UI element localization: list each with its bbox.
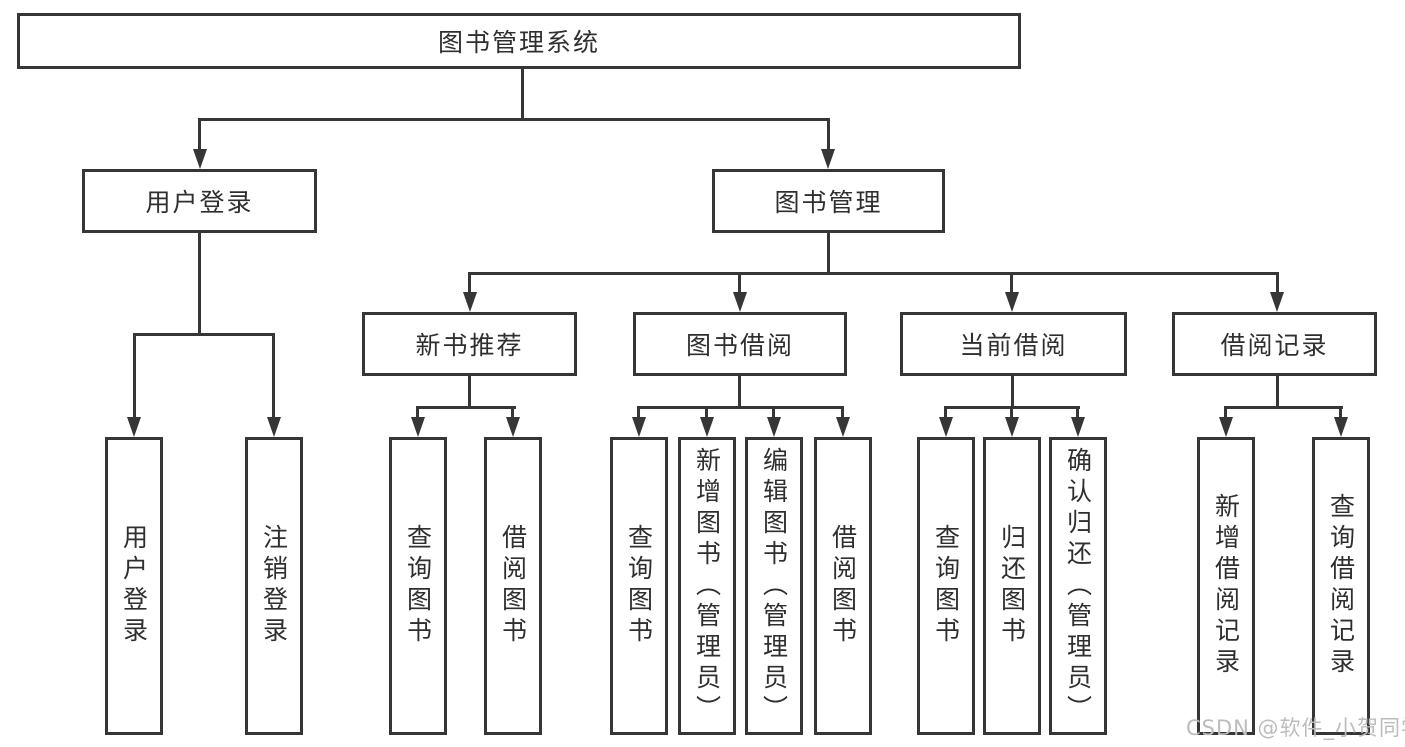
leaf-query-borrow-record: 查询借阅记录 xyxy=(1312,437,1370,735)
arrowhead xyxy=(1005,292,1019,312)
node-label: 借阅记录 xyxy=(1220,331,1329,360)
connector-line xyxy=(738,376,741,409)
node-root-label: 图书管理系统 xyxy=(437,28,600,57)
arrowhead xyxy=(632,417,646,437)
leaf-label: 借阅图书 xyxy=(498,524,528,648)
node-label: 图书管理 xyxy=(774,188,883,217)
connector-line xyxy=(198,118,830,121)
arrowhead xyxy=(463,292,477,312)
node-root: 图书管理系统 xyxy=(17,13,1021,69)
connector-line xyxy=(1010,406,1013,420)
leaf-query-books-current: 查询图书 xyxy=(917,437,975,735)
node-book-borrowing: 图书借阅 xyxy=(633,312,847,376)
leaf-label: 借阅图书 xyxy=(828,524,858,648)
connector-line xyxy=(1276,376,1279,409)
leaf-add-borrow-record: 新增借阅记录 xyxy=(1197,437,1255,735)
leaf-add-books-admin: 新增图书（管理员） xyxy=(678,437,736,735)
leaf-user-login: 用户登录 xyxy=(105,437,163,735)
connector-line xyxy=(1339,406,1342,420)
arrowhead xyxy=(193,149,207,169)
connector-line xyxy=(738,272,741,294)
connector-line xyxy=(841,406,844,420)
connector-line xyxy=(198,118,201,151)
leaf-edit-books-admin: 编辑图书（管理员） xyxy=(745,437,803,735)
node-label: 用户登录 xyxy=(145,188,254,217)
connector-line xyxy=(1276,272,1279,294)
connector-line xyxy=(133,333,275,336)
node-label: 当前借阅 xyxy=(959,331,1068,360)
arrowhead xyxy=(821,149,835,169)
node-user-login: 用户登录 xyxy=(82,169,317,233)
arrowhead xyxy=(700,417,714,437)
leaf-return-books: 归还图书 xyxy=(983,437,1041,735)
leaf-label: 编辑图书（管理员） xyxy=(759,446,789,726)
node-current-borrowing: 当前借阅 xyxy=(900,312,1127,376)
connector-line xyxy=(468,272,471,294)
node-borrowing-records: 借阅记录 xyxy=(1172,312,1377,376)
node-label: 新书推荐 xyxy=(415,331,524,360)
connector-line xyxy=(944,406,947,420)
arrowhead xyxy=(1071,417,1085,437)
arrowhead xyxy=(1334,417,1348,437)
leaf-query-books-borrowing: 查询图书 xyxy=(610,437,668,735)
leaf-logout: 注销登录 xyxy=(245,437,303,735)
leaf-borrow-books-recommend: 借阅图书 xyxy=(484,437,542,735)
leaf-label: 查询借阅记录 xyxy=(1326,493,1356,679)
watermark: CSDN @软件_小贺同学 xyxy=(1186,716,1405,740)
arrowhead xyxy=(939,417,953,437)
leaf-label: 新增图书（管理员） xyxy=(692,446,722,726)
leaf-label: 用户登录 xyxy=(119,524,149,648)
arrowhead xyxy=(767,417,781,437)
connector-line xyxy=(198,233,201,336)
leaf-query-books-recommend: 查询图书 xyxy=(389,437,447,735)
connector-line xyxy=(469,272,1278,275)
arrowhead xyxy=(411,417,425,437)
connector-line xyxy=(133,333,136,419)
node-new-book-recommend: 新书推荐 xyxy=(362,312,577,376)
leaf-label: 归还图书 xyxy=(997,524,1027,648)
arrowhead xyxy=(733,292,747,312)
leaf-label: 查询图书 xyxy=(403,524,433,648)
connector-line xyxy=(827,118,830,151)
connector-line xyxy=(1224,406,1227,420)
connector-line xyxy=(272,333,275,419)
connector-line xyxy=(511,406,514,420)
arrowhead xyxy=(127,417,141,437)
connector-line xyxy=(416,406,516,409)
arrowhead xyxy=(267,417,281,437)
arrowhead xyxy=(1270,292,1284,312)
leaf-borrow-books-borrowing: 借阅图书 xyxy=(814,437,872,735)
connector-line xyxy=(1010,272,1013,294)
arrowhead xyxy=(1005,417,1019,437)
connector-line xyxy=(468,376,471,409)
connector-line xyxy=(1076,406,1079,420)
connector-line xyxy=(416,406,419,420)
connector-line xyxy=(1011,376,1014,409)
arrowhead xyxy=(506,417,520,437)
connector-line xyxy=(1224,406,1343,409)
connector-line xyxy=(637,406,844,409)
leaf-label: 注销登录 xyxy=(259,524,289,648)
arrowhead xyxy=(836,417,850,437)
node-book-management: 图书管理 xyxy=(712,169,945,233)
leaf-label: 确认归还（管理员） xyxy=(1063,446,1093,726)
leaf-label: 查询图书 xyxy=(624,524,654,648)
arrowhead xyxy=(1219,417,1233,437)
leaf-label: 查询图书 xyxy=(931,524,961,648)
connector-line xyxy=(827,233,830,275)
connector-line xyxy=(521,69,524,121)
leaf-label: 新增借阅记录 xyxy=(1211,493,1241,679)
leaf-confirm-return-admin: 确认归还（管理员） xyxy=(1049,437,1107,735)
connector-line xyxy=(705,406,708,420)
connector-line xyxy=(772,406,775,420)
node-label: 图书借阅 xyxy=(685,331,794,360)
connector-line xyxy=(637,406,640,420)
